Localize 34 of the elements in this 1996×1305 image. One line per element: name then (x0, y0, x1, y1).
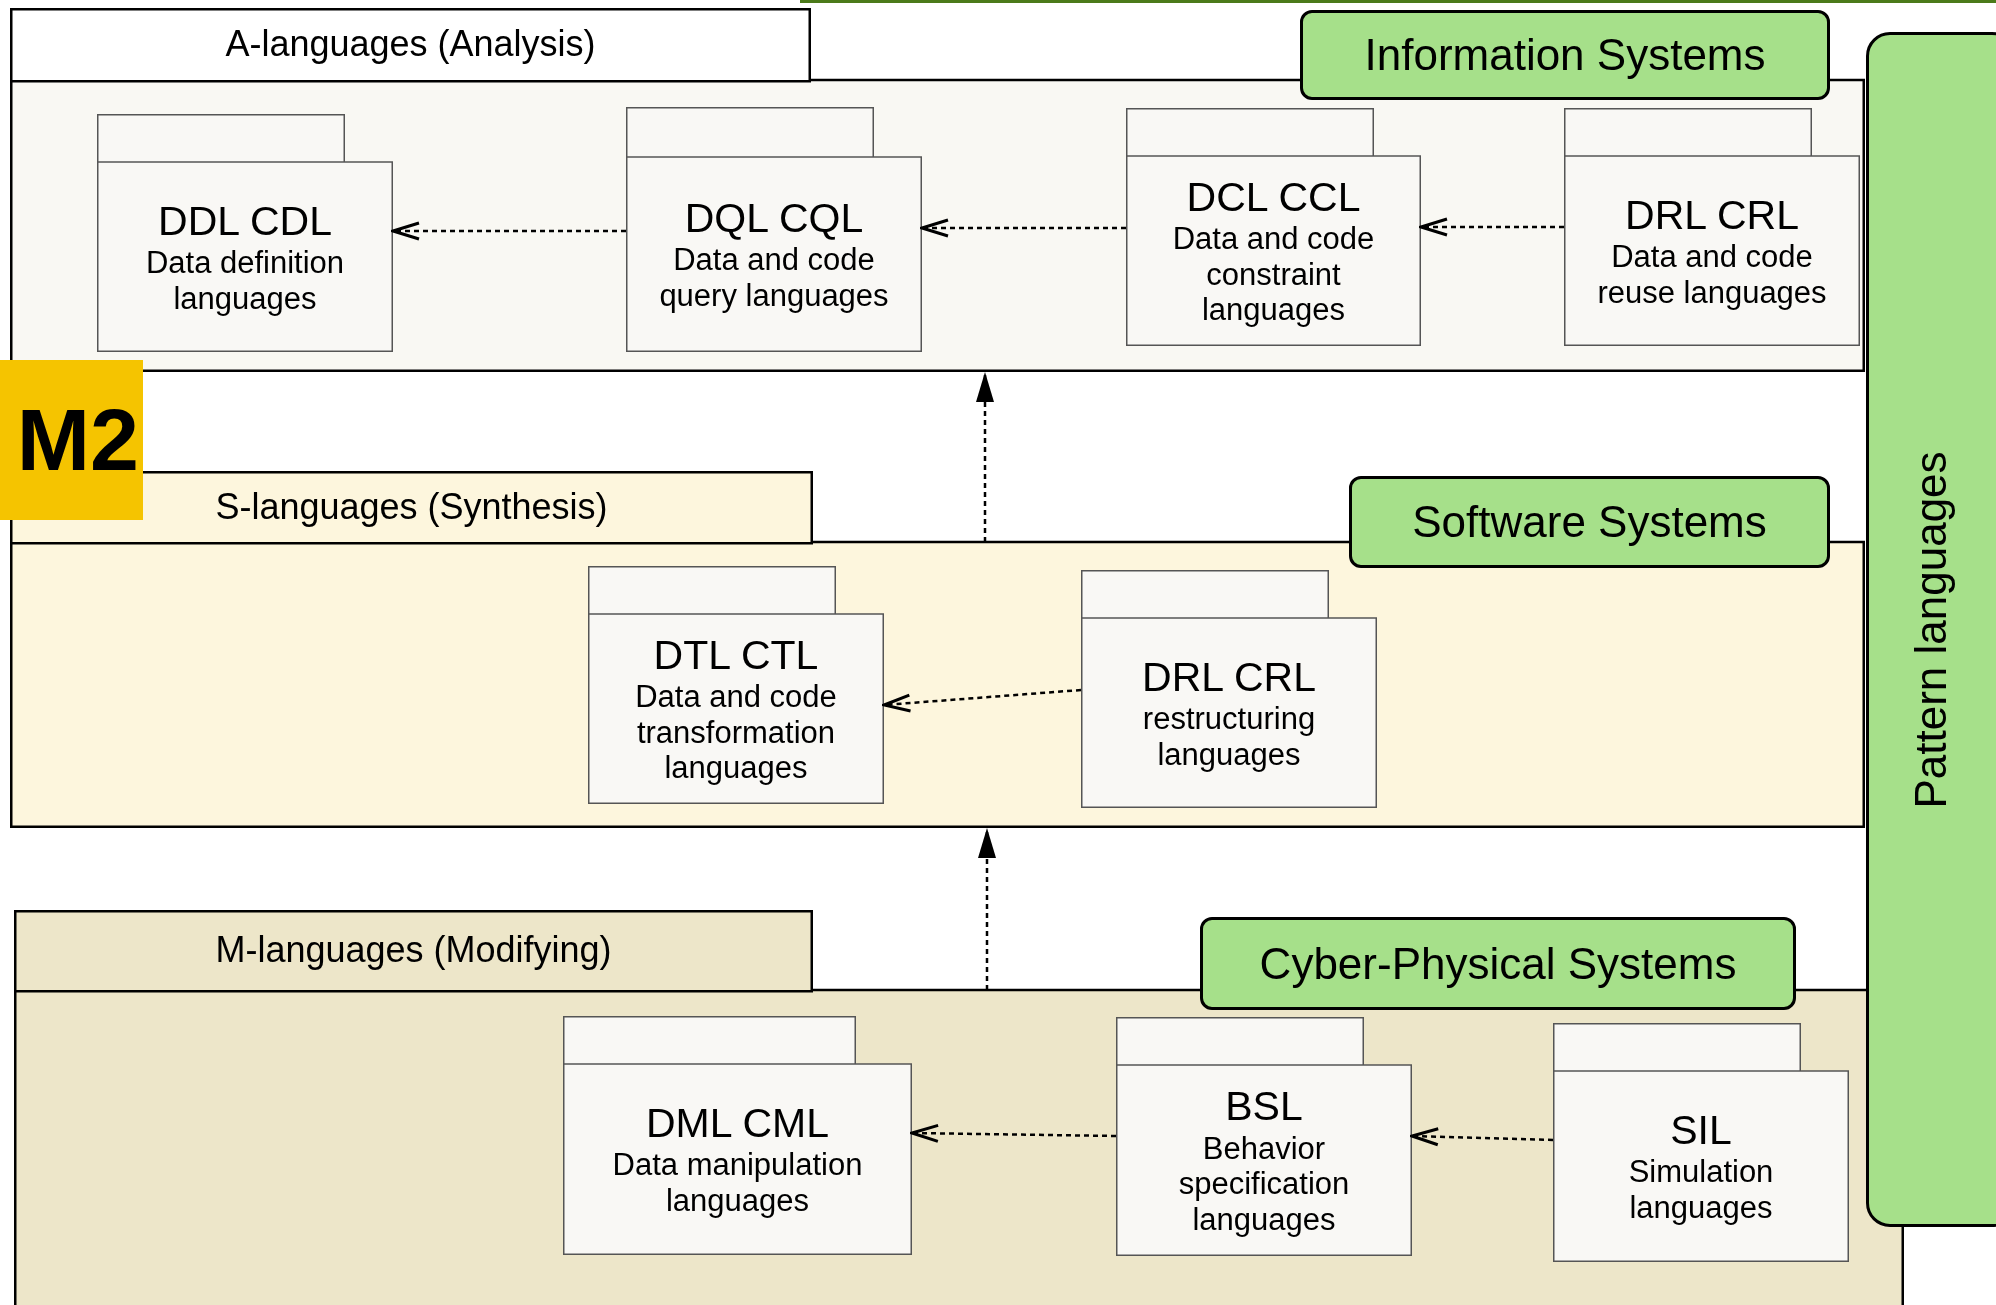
language-heading: DCL CCL (1186, 173, 1361, 222)
language-description: Data and code query languages (658, 242, 890, 314)
language-description: Data definition languages (144, 244, 346, 317)
dashed-arrow (1410, 1127, 1554, 1147)
package-label: S-languages (Synthesis) (215, 484, 608, 529)
language-description: Data and code constraint languages (1171, 221, 1376, 329)
language-heading: BSL (1225, 1083, 1303, 1131)
dashed-arrow (978, 828, 996, 990)
dashed-arrow (1419, 217, 1564, 237)
language-heading: SIL (1670, 1107, 1732, 1155)
language-description: Behavior specification languages (1177, 1130, 1351, 1238)
language-description: Data and code reuse languages (1596, 238, 1828, 311)
dashed-arrow (920, 218, 1126, 238)
dashed-arrow (882, 688, 1082, 713)
domain-label: Software Systems (1349, 476, 1830, 568)
language-description: Simulation languages (1627, 1154, 1775, 1226)
dashed-arrow (976, 372, 994, 542)
domain-label: Information Systems (1300, 10, 1830, 100)
language-heading: DTL CTL (653, 631, 819, 680)
package-label: A-languages (Analysis) (225, 22, 596, 66)
language-heading: DDL CDL (158, 197, 332, 245)
language-description: Data manipulation languages (611, 1147, 864, 1219)
language-heading: DQL CQL (684, 195, 864, 243)
domain-label: Cyber-Physical Systems (1200, 917, 1796, 1010)
package-label: M-languages (Modifying) (215, 928, 612, 972)
dashed-arrow (910, 1123, 1116, 1143)
language-description: Data and code transformation languages (634, 679, 838, 787)
language-heading: DML CML (646, 1100, 829, 1148)
language-description: restructuring languages (1141, 700, 1317, 773)
language-heading: DRL CRL (1625, 191, 1799, 239)
vertical-domain-bar: Pattern languages (1866, 32, 1996, 1227)
language-heading: DRL CRL (1142, 653, 1316, 701)
dashed-arrow (391, 221, 626, 241)
level-badge: M2 (0, 360, 143, 520)
